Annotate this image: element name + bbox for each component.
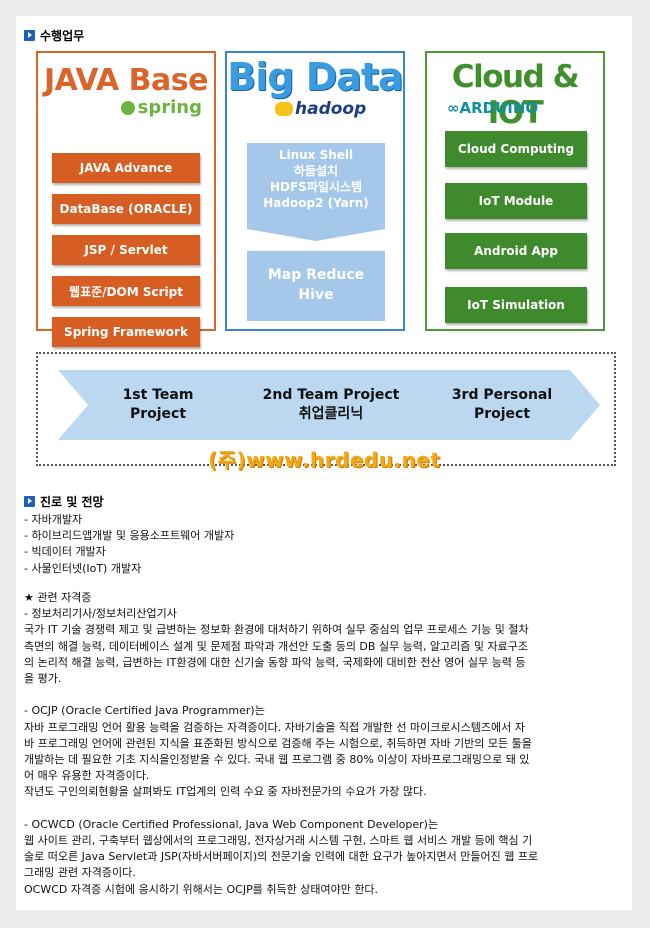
arduino-logo: ∞ARDUINO — [447, 99, 539, 117]
chevron-shape — [58, 370, 258, 440]
hadoop-logo: hadoop — [275, 99, 366, 119]
java-base-column: JAVA Base spring JAVA Advance DataBase (… — [36, 51, 216, 347]
cloud-item: IoT Module — [445, 183, 587, 219]
big-data-column: Big Data hadoop Linux Shell 하둡설치 HDFS파일시… — [225, 51, 405, 331]
career-list: - 자바개발자 - 하이브리드앱개발 및 응용소프트웨어 개발자 - 빅데이터 … — [24, 512, 624, 577]
cloud-iot-column: Cloud & IOT ∞ARDUINO Cloud Computing IoT… — [425, 51, 605, 331]
career-item: - 하이브리드앱개발 및 응용소프트웨어 개발자 — [24, 529, 235, 543]
java-item: 웹표준/DOM Script — [52, 276, 200, 306]
section-title-career: 진로 및 전망 — [24, 493, 104, 510]
cloud-iot-title: Cloud & IOT — [451, 59, 580, 131]
cloud-item: Cloud Computing — [445, 131, 587, 167]
career-item: - 빅데이터 개발자 — [24, 545, 106, 559]
watermark: (주)www.hrdedu.net — [208, 448, 441, 472]
big-data-panel-top: Linux Shell 하둡설치 HDFS파일시스템 Hadoop2 (Yarn… — [247, 143, 385, 241]
page-content: 수행업무 JAVA Base spring JAVA Advance DataB… — [16, 16, 632, 910]
big-data-panel-bottom: Map Reduce Hive — [247, 251, 385, 321]
java-item: JSP / Servlet — [52, 235, 200, 265]
bullet-arrow-icon — [24, 30, 35, 41]
java-item: JAVA Advance — [52, 153, 200, 183]
big-data-title: Big Data — [227, 55, 403, 99]
section-title-duties: 수행업무 — [24, 27, 84, 44]
career-item: - 자바개발자 — [24, 513, 83, 526]
spring-logo: spring — [120, 97, 202, 118]
career-item: - 사물인터넷(IoT) 개발자 — [24, 561, 142, 575]
java-item: DataBase (ORACLE) — [52, 194, 200, 224]
cloud-item: IoT Simulation — [445, 287, 587, 323]
spring-leaf-icon — [120, 101, 135, 115]
hadoop-elephant-icon — [275, 102, 293, 116]
cert-heading: ★ 관련 자격증 — [24, 591, 92, 604]
chevron-shape — [404, 370, 600, 440]
bullet-arrow-icon — [24, 496, 35, 507]
java-base-title: JAVA Base — [43, 63, 209, 98]
chevron-shape — [226, 370, 436, 440]
cloud-item: Android App — [445, 233, 587, 269]
certificate-section: ★ 관련 자격증 - 정보처리기사/정보처리산업기사 국가 IT 기술 경쟁력 … — [24, 590, 624, 898]
java-item: Spring Framework — [52, 317, 200, 347]
